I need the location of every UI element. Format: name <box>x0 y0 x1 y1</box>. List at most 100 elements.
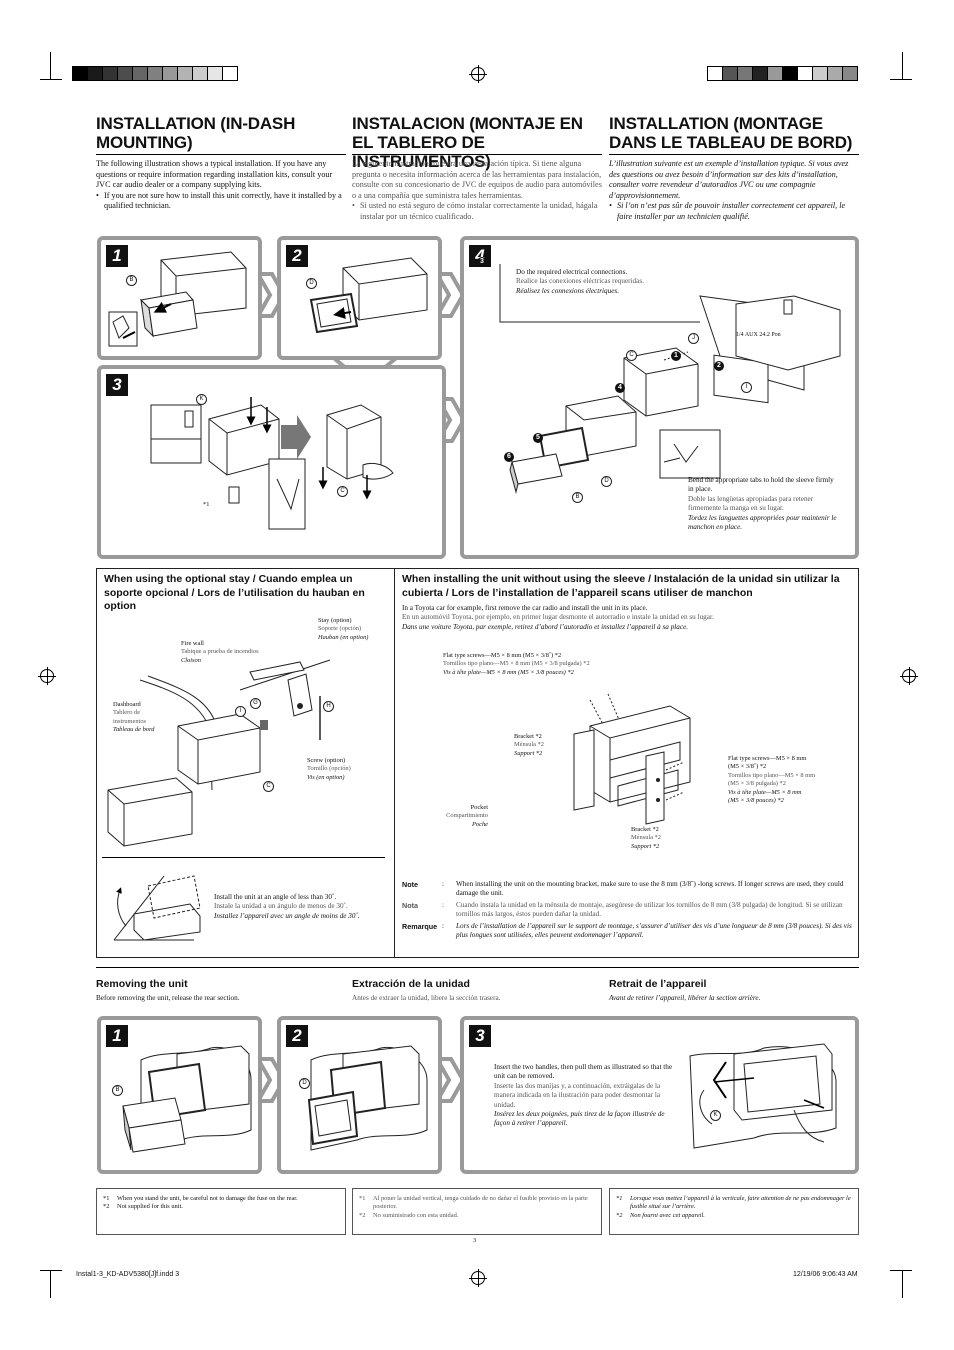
note-row: Remarque:Lors de l’installation de l’app… <box>402 921 852 940</box>
stay-label: Stay (option)Soporte (opción)Hauban (en … <box>318 617 369 641</box>
heading-fr: INSTALLATION (MONTAGE DANS LE TABLEAU DE… <box>609 114 853 152</box>
label-g: G <box>250 698 261 709</box>
angle-illustration <box>113 875 201 941</box>
color-swatch <box>177 66 193 81</box>
registration-mark-icon <box>900 667 918 685</box>
crop-mark <box>40 1270 62 1271</box>
sleeve-insert-illustration <box>150 397 394 530</box>
install-step-4-panel: 4 3 Do the required electrical connectio… <box>460 236 859 559</box>
color-swatch <box>87 66 103 81</box>
heading-rule <box>96 154 346 155</box>
crop-mark <box>40 79 62 80</box>
color-swatch <box>707 66 723 81</box>
intro-es: La siguiente ilustración muestra una ins… <box>352 159 602 221</box>
wiring-text: Do the required electrical connections. … <box>516 268 644 295</box>
intro-en: The following illustration shows a typic… <box>96 159 342 210</box>
crop-mark <box>50 1270 51 1298</box>
unit-detach-illustration <box>108 251 247 347</box>
no-sleeve-intro: In a Toyota car for example, first remov… <box>402 604 714 631</box>
label-c: C <box>263 781 274 792</box>
heading-es: INSTALACION (MONTAJE EN EL TABLERO DE IN… <box>352 114 583 171</box>
color-swatch <box>842 66 858 81</box>
crop-mark <box>902 1270 903 1298</box>
intro-fr: L’illustration suivante est un exemple d… <box>609 159 849 221</box>
screw-label: Screw (option)Tornillo (opción)Vis (en o… <box>307 757 351 781</box>
label-d: D <box>299 1078 310 1089</box>
label-j: J <box>688 333 699 344</box>
label-b: B <box>126 275 137 286</box>
radio-display-text: 1/4 AUX 24.2 Pon <box>736 332 781 338</box>
crop-mark <box>50 52 51 80</box>
remove-step-3-panel: 3 Insert the two handles, then pull them… <box>460 1016 859 1174</box>
options-box <box>96 568 859 958</box>
registration-mark-icon <box>38 667 56 685</box>
install-step-2-panel: 2 D <box>277 236 442 360</box>
label-k: K <box>710 1110 721 1121</box>
label-d: D <box>601 476 612 487</box>
label-b: B <box>112 1085 123 1096</box>
flow-arrow-icon <box>433 272 466 318</box>
install-step-3-panel: 3 K C *1 <box>97 365 446 559</box>
remove-trim-illustration <box>307 1045 428 1151</box>
label-i: I <box>235 706 246 717</box>
label-h: H <box>323 701 334 712</box>
label-c: C <box>337 486 348 497</box>
section-rule <box>96 967 859 968</box>
slug-right: 12/19/06 9:06:43 AM <box>793 1271 858 1278</box>
sub-step-2: 2 <box>714 361 724 371</box>
heading-rule <box>609 154 859 155</box>
label-i: I <box>741 382 752 393</box>
sub-step-5: 5 <box>533 433 543 443</box>
removing-text-en: Before removing the unit, release the re… <box>96 994 240 1002</box>
handles-text: Insert the two handles, then pull them a… <box>494 1063 673 1128</box>
label-k: K <box>196 394 207 405</box>
color-swatch <box>752 66 768 81</box>
dashboard-mount-illustration <box>499 264 841 494</box>
color-swatch <box>102 66 118 81</box>
sub-step-3: 3 <box>477 257 487 267</box>
remove-panel-illustration <box>122 1045 252 1153</box>
crop-mark <box>902 52 903 80</box>
sub-step-4: 4 <box>615 383 625 393</box>
label-c: C <box>626 350 637 361</box>
sub-step-1: 1 <box>671 351 681 361</box>
color-bar-left <box>72 66 238 81</box>
note-row: Nota:Cuando instala la unidad en la méns… <box>402 900 843 919</box>
registration-mark-icon <box>469 1269 487 1287</box>
page-number: 3 <box>473 1237 477 1244</box>
color-swatch <box>812 66 828 81</box>
crop-mark <box>890 79 912 80</box>
registration-mark-icon <box>469 65 487 83</box>
removing-text-es: Antes de extraer la unidad, libere la se… <box>352 994 501 1002</box>
remove-step-2-panel: 2 D <box>277 1016 442 1174</box>
step-number: 1 <box>106 1025 128 1047</box>
removing-title-en: Removing the unit <box>96 978 188 990</box>
color-swatch <box>72 66 88 81</box>
color-swatch <box>222 66 238 81</box>
tabs-text: Bend the appropriate tabs to hold the sl… <box>688 476 837 532</box>
note-row: Note:When installing the unit on the mou… <box>402 880 844 898</box>
color-swatch <box>192 66 208 81</box>
heading-en: INSTALLATION (IN-DASH MOUNTING) <box>96 114 296 152</box>
color-swatch <box>797 66 813 81</box>
footnote-mark: *1 <box>203 501 210 508</box>
color-swatch <box>207 66 223 81</box>
step-number: 3 <box>106 374 128 396</box>
flat-screws-label-right: Flat type screws—M5 × 8 mm(M5 × 3/8˝) *2… <box>728 755 816 805</box>
color-swatch <box>782 66 798 81</box>
stay-title: When using the optional stay / Cuando em… <box>104 573 365 612</box>
no-sleeve-title: When installing the unit without using t… <box>402 573 840 599</box>
notes-table: Note:When installing the unit on the mou… <box>402 880 854 942</box>
color-swatch <box>722 66 738 81</box>
trim-plate-illustration <box>309 257 428 334</box>
remove-step-1-panel: 1 B <box>97 1016 262 1174</box>
angle-text: Install the unit at an angle of less tha… <box>214 893 360 920</box>
step-number: 3 <box>469 1025 491 1047</box>
step-number: 1 <box>106 245 128 267</box>
removing-title-es: Extracción de la unidad <box>352 978 470 990</box>
bracket-illustration <box>573 693 691 825</box>
